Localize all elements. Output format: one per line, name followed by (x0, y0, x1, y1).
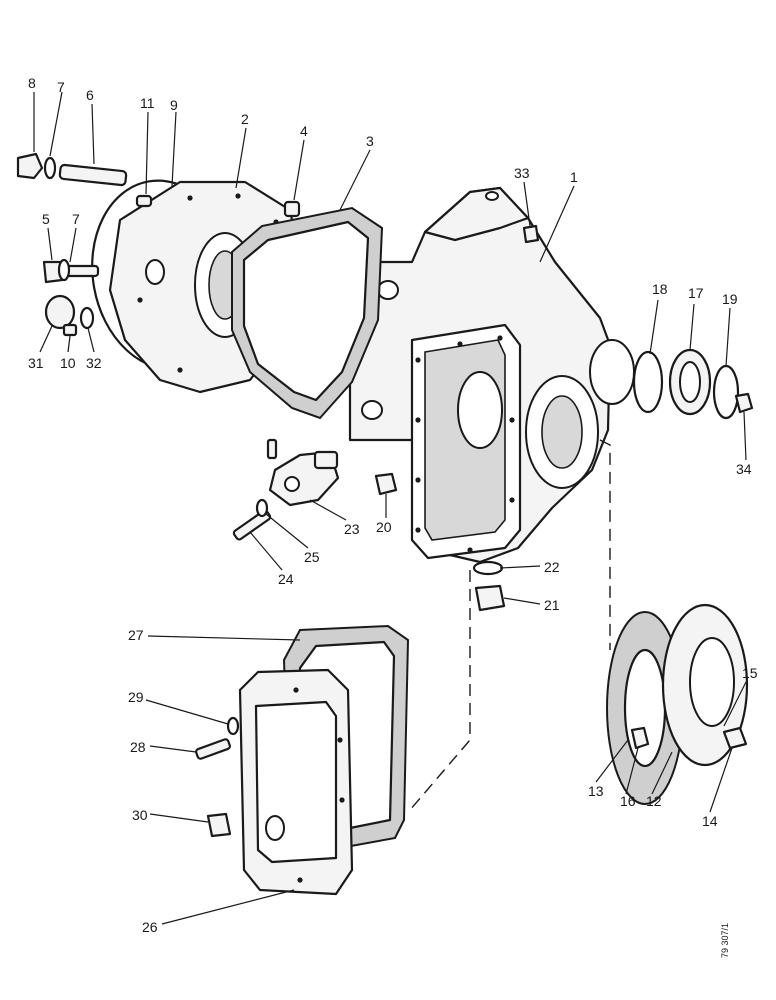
stud-6 (58, 163, 128, 187)
callout-8: 8 (28, 75, 36, 91)
plug-30 (206, 812, 232, 838)
pin-11 (135, 194, 153, 208)
callout-3: 3 (366, 133, 374, 149)
callout-7b: 7 (72, 211, 80, 227)
callout-28: 28 (130, 739, 146, 755)
callout-34: 34 (736, 461, 752, 477)
callout-17: 17 (688, 285, 704, 301)
bottom-cover (195, 624, 410, 896)
washer-7b (57, 258, 71, 282)
washer-32 (79, 306, 95, 330)
ring-18 (632, 350, 664, 414)
bearing-flange (606, 603, 749, 805)
valve-assembly (232, 438, 340, 541)
callout-18: 18 (652, 281, 668, 297)
callout-27: 27 (128, 627, 144, 643)
plug-34 (734, 392, 754, 414)
callout-10: 10 (60, 355, 76, 371)
nipple-16 (630, 726, 650, 750)
callout-25: 25 (304, 549, 320, 565)
callouts: 8 7 6 11 9 2 4 3 33 1 5 7 31 10 32 18 17… (28, 75, 758, 935)
callout-29: 29 (128, 689, 144, 705)
callout-30: 30 (132, 807, 148, 823)
callout-22: 22 (544, 559, 560, 575)
pin-10 (62, 323, 78, 337)
callout-4: 4 (300, 123, 308, 139)
plug-31 (44, 294, 76, 330)
bottom-plugs (374, 472, 506, 612)
nut-8 (16, 152, 44, 180)
plug-20 (374, 472, 398, 496)
callout-2: 2 (241, 111, 249, 127)
callout-31: 31 (28, 355, 44, 371)
bolt-28 (195, 738, 231, 760)
assembly-lines (409, 439, 611, 811)
plug-21 (474, 584, 506, 612)
callout-9: 9 (170, 97, 178, 113)
callout-12: 12 (646, 793, 662, 809)
right-rings (632, 348, 754, 420)
plug-33 (522, 224, 540, 244)
callout-5: 5 (42, 211, 50, 227)
main-housing (348, 186, 635, 564)
callout-26: 26 (142, 919, 158, 935)
callout-15: 15 (742, 665, 758, 681)
callout-32: 32 (86, 355, 102, 371)
callout-11: 11 (140, 95, 155, 111)
washer-29 (226, 716, 240, 736)
washer-22 (472, 560, 504, 576)
leader-lines (33, 91, 747, 925)
callout-20: 20 (376, 519, 392, 535)
washer-25 (255, 498, 269, 518)
bolt-14 (722, 726, 748, 750)
callout-21: 21 (544, 597, 560, 613)
callout-1: 1 (570, 169, 578, 185)
callout-19: 19 (722, 291, 738, 307)
washer-7a (43, 156, 57, 180)
small-hardware (16, 152, 540, 337)
bolt-24 (232, 509, 272, 541)
circlip-19 (712, 364, 740, 420)
dowel-4 (283, 200, 301, 218)
callout-13: 13 (588, 783, 604, 799)
callout-6: 6 (86, 87, 94, 103)
drawing-reference: 79 307/1 (720, 923, 730, 958)
callout-23: 23 (344, 521, 360, 537)
callout-14: 14 (702, 813, 718, 829)
side-gasket (231, 206, 384, 420)
callout-33: 33 (514, 165, 530, 181)
callout-7a: 7 (57, 79, 65, 95)
callout-24: 24 (278, 571, 294, 587)
callout-16: 16 (620, 793, 636, 809)
